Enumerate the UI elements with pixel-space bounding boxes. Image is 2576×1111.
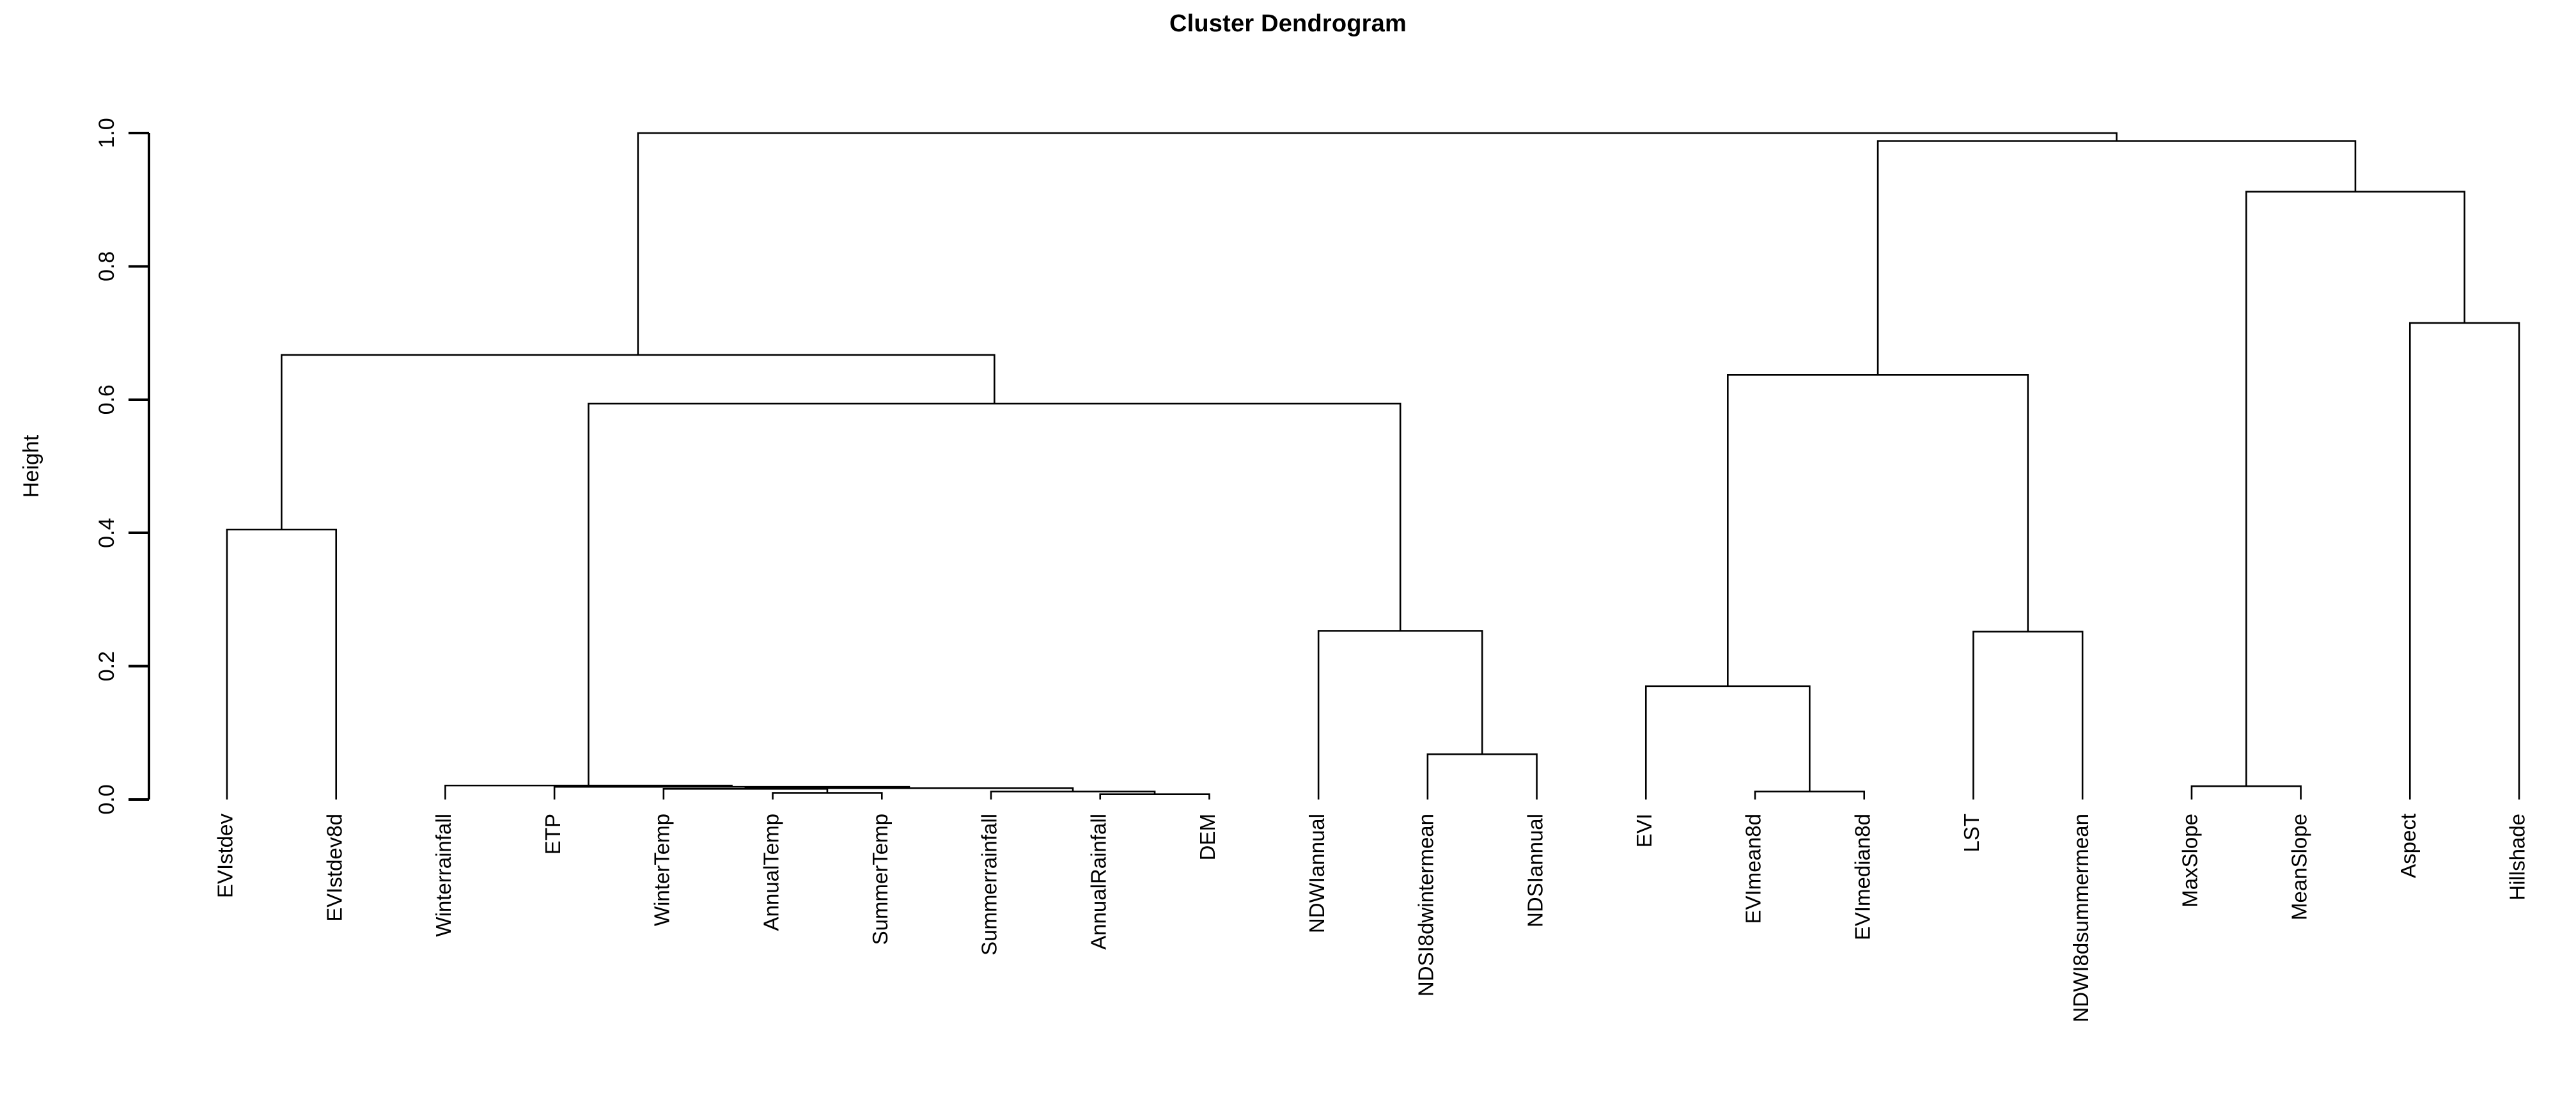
leaf-label: EVIstdev	[214, 814, 237, 899]
dendrogram-link	[1877, 140, 2357, 375]
dendrogram-link	[1972, 631, 2084, 800]
dendrogram-link	[1727, 374, 2029, 686]
dendrogram-link	[637, 132, 2118, 355]
dendrogram-link	[2408, 322, 2520, 800]
dendrogram-link	[744, 787, 1074, 792]
leaf-label: NDWI8dsummermean	[2069, 814, 2093, 1022]
y-axis-tick-label: 0.4	[95, 518, 119, 548]
leaf-label: MeanSlope	[2287, 814, 2311, 920]
leaf-label: AnnualTemp	[759, 814, 783, 931]
leaf-labels: EVIstdev EVIstdev8d Winterrainfall ETP Winte…	[214, 814, 2529, 1023]
dendrogram-link	[281, 354, 995, 530]
leaf-label: EVIstdev8d	[322, 814, 346, 922]
dendrogram-link	[226, 528, 338, 800]
y-axis-tick-label: 1.0	[95, 118, 119, 148]
leaf-label: DEM	[1196, 814, 1219, 860]
dendrogram-link	[1099, 793, 1210, 800]
y-axis-tick-label: 0.6	[95, 384, 119, 414]
leaf-label: ETP	[541, 814, 565, 855]
page-title: Cluster Dendrogram	[1169, 10, 1407, 37]
leaf-label: Summerrainfall	[978, 814, 1001, 956]
dendrogram-link	[662, 788, 829, 800]
dendrogram-link	[772, 792, 883, 800]
leaf-label: Hillshade	[2506, 814, 2529, 901]
leaf-label: LST	[1960, 814, 1983, 853]
leaf-label: EVImedian8d	[1850, 814, 1874, 940]
dendrogram-link	[1317, 630, 1483, 800]
leaf-label: Aspect	[2396, 814, 2420, 878]
dendrogram-link	[1754, 791, 1866, 800]
dendrogram-link	[1644, 685, 1811, 800]
y-axis-tick-label: 0.2	[95, 651, 119, 681]
leaf-label: MaxSlope	[2178, 814, 2202, 908]
leaf-label: EVImean8d	[1742, 814, 1765, 924]
leaf-label: NDWIannual	[1305, 814, 1329, 933]
y-axis-tick-label: 0.8	[95, 251, 119, 281]
dendrogram-link	[2190, 785, 2302, 800]
y-axis-title: Height	[19, 434, 43, 498]
leaf-label: Winterrainfall	[432, 814, 455, 937]
dendrogram-link	[444, 784, 733, 800]
dendrogram-link	[1426, 753, 1538, 800]
y-axis-tick-label: 0.0	[95, 784, 119, 814]
dendrogram-links	[226, 132, 2520, 800]
leaf-label: NDSI8dwintermean	[1414, 814, 1438, 997]
leaf-label: NDSIannual	[1523, 814, 1547, 927]
dendrogram-link	[588, 402, 1401, 786]
leaf-label: AnnualRainfall	[1086, 814, 1110, 950]
leaf-label: SummerTemp	[868, 814, 892, 945]
leaf-label: EVI	[1632, 814, 1656, 847]
dendrogram-link	[2245, 191, 2465, 787]
dendrogram-link	[990, 791, 1156, 800]
leaf-label: WinterTemp	[650, 814, 674, 926]
